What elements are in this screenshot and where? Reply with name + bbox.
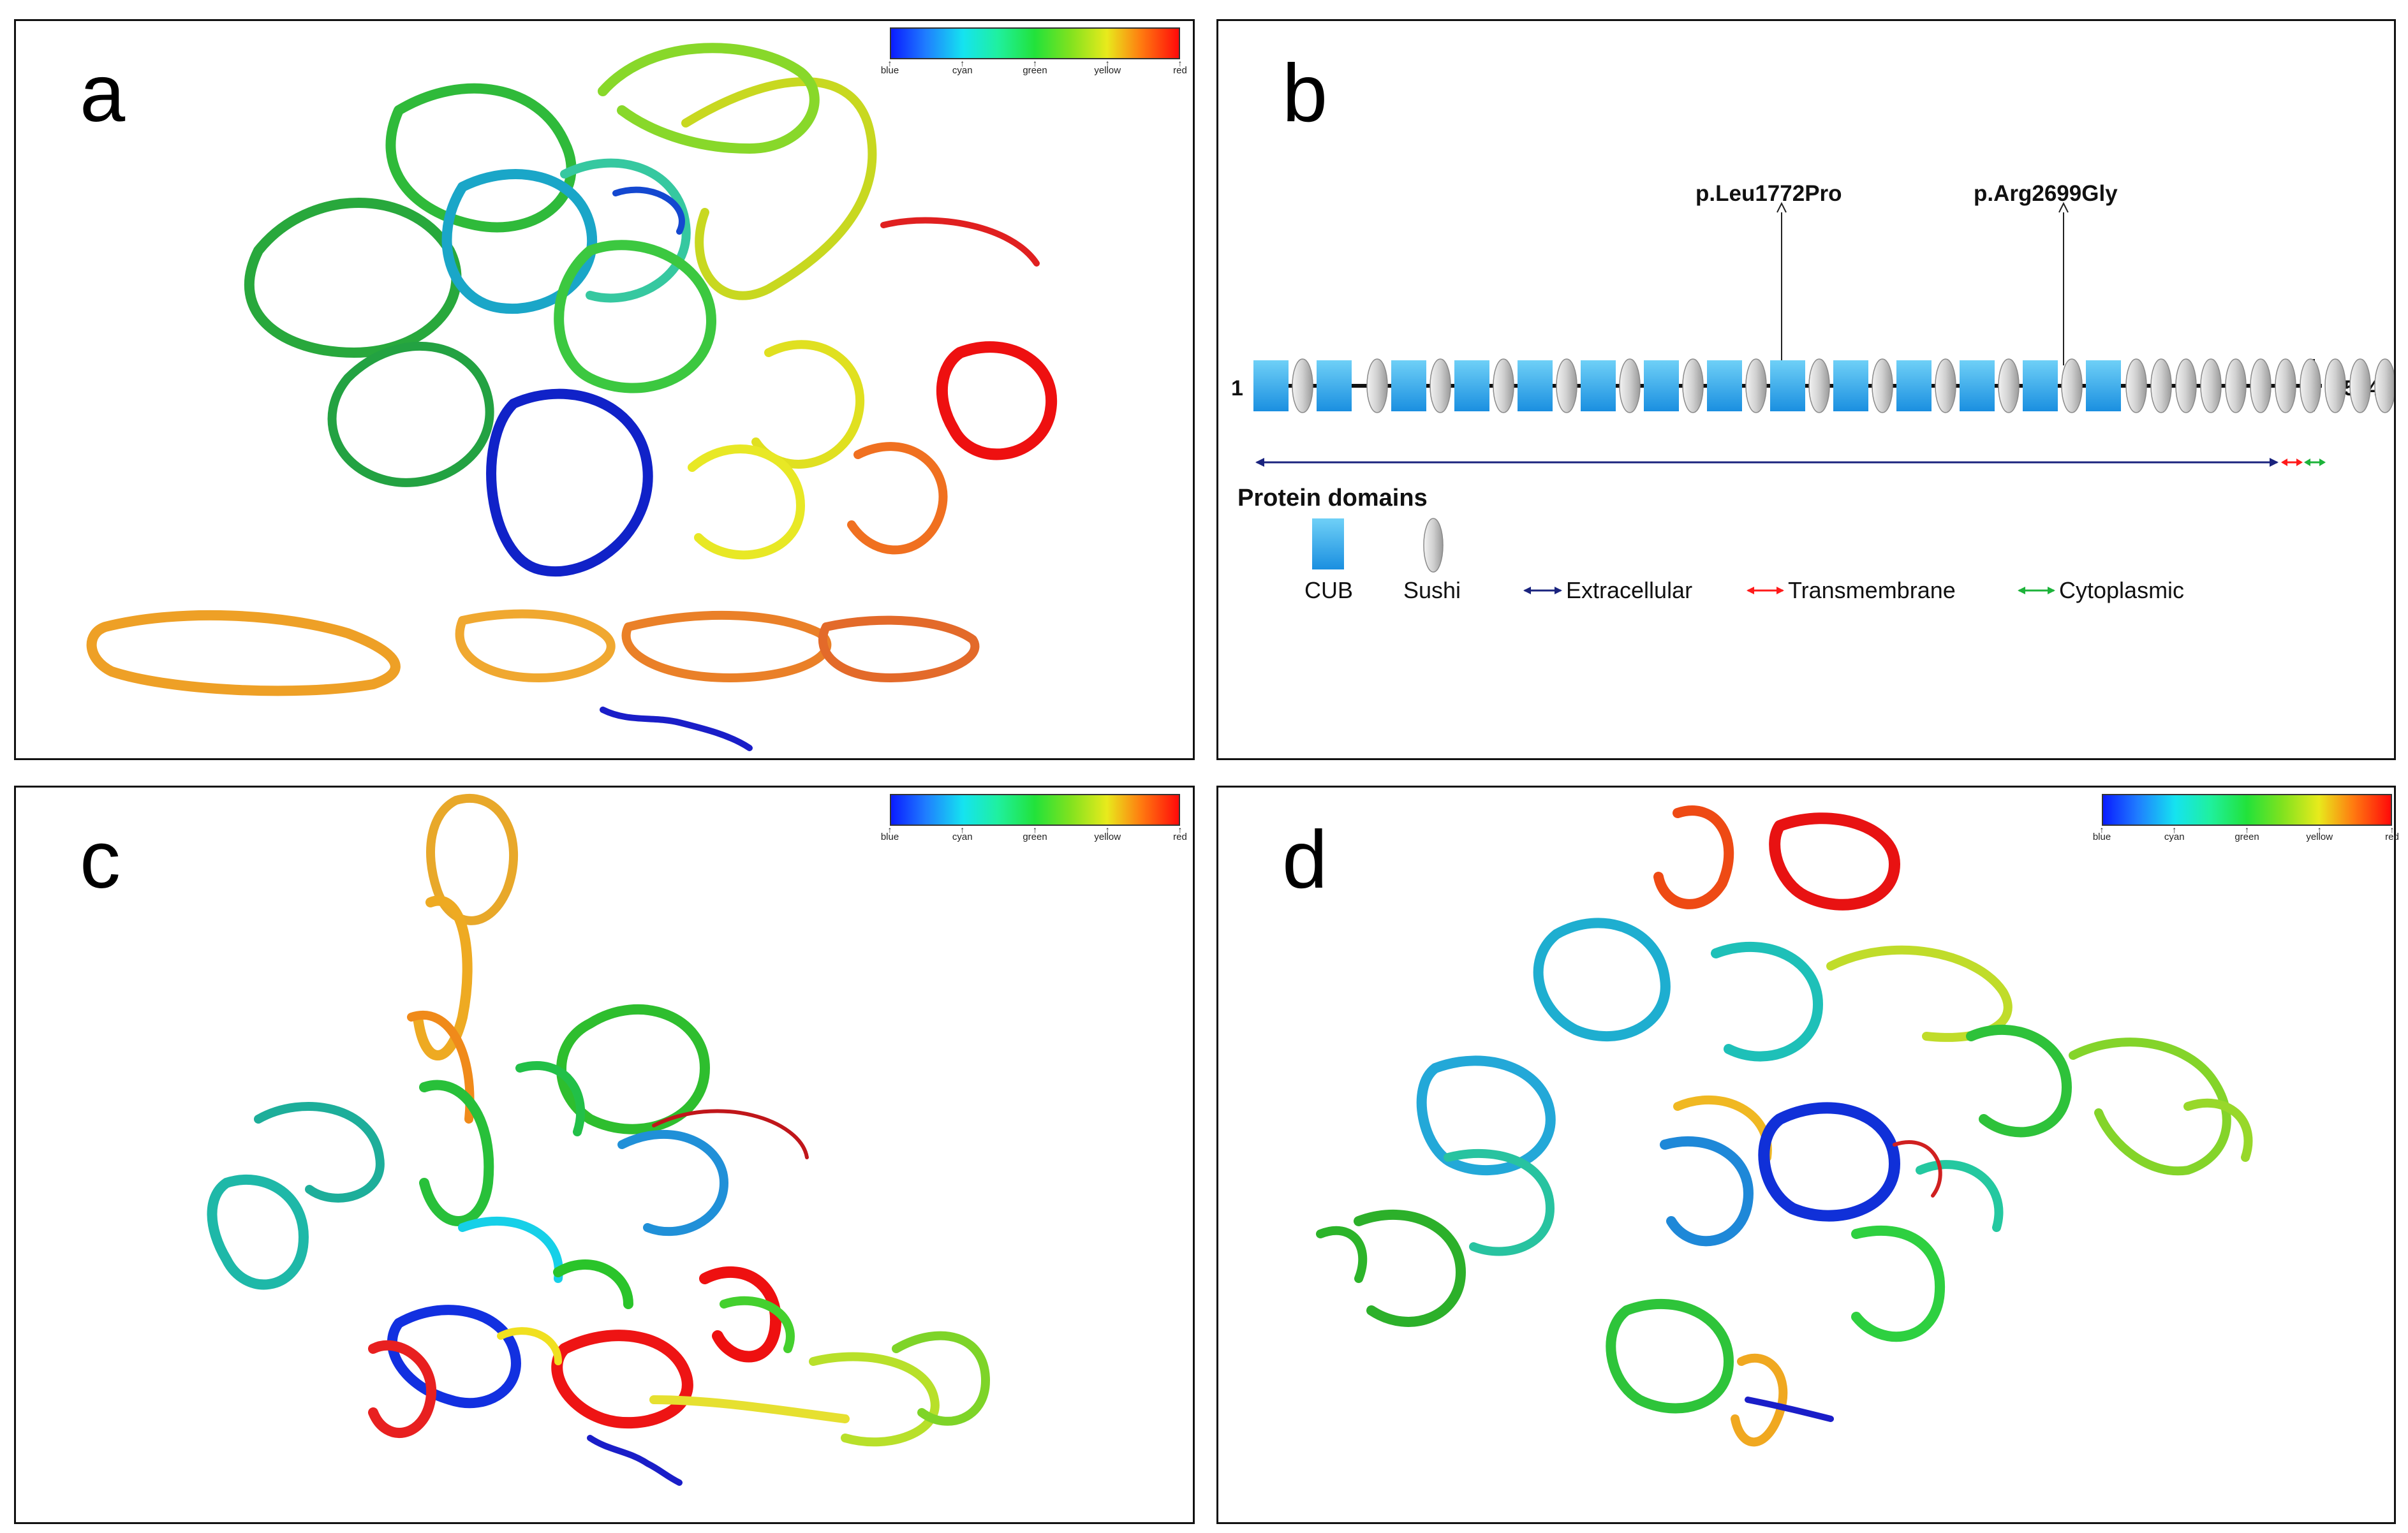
legend-transmembrane-label: Transmembrane (1788, 577, 1956, 603)
color-key-label: green (1023, 826, 1047, 842)
color-key-label: red (1173, 826, 1187, 842)
color-key-label: red (2385, 826, 2399, 842)
color-key-label: blue (881, 59, 899, 75)
color-key-label: yellow (2306, 826, 2333, 842)
panel-b: b 1 3564 p.Leu1772Pro p.Arg2699Gly (1216, 19, 2396, 760)
sushi-domain (1682, 358, 1704, 413)
color-key-label: red (1173, 59, 1187, 75)
panel-a: a blue cyan green yellow red (14, 19, 1195, 760)
cub-domain (1391, 360, 1426, 411)
cub-domain (2023, 360, 2058, 411)
sushi-domain (1493, 358, 1514, 413)
sushi-domain (2275, 358, 2296, 413)
cub-domain (1896, 360, 1932, 411)
section-title: Protein domains (1237, 485, 1428, 511)
cub-domain (1317, 360, 1352, 411)
extracellular-span-arrow-right (2270, 458, 2279, 467)
legend-sushi-swatch (1423, 518, 1444, 573)
legend-cytoplasmic-label: Cytoplasmic (2059, 577, 2184, 603)
cub-domain (1581, 360, 1616, 411)
legend-extracellular-label: Extracellular (1566, 577, 1692, 603)
legend-cub-swatch (1312, 518, 1344, 569)
sushi-domain (1872, 358, 1893, 413)
domain-track (1253, 358, 2394, 413)
cytoplasmic-span-arrow (2304, 458, 2326, 466)
color-gradient-bar (890, 27, 1180, 59)
sushi-domain (2225, 358, 2247, 413)
sushi-domain (2250, 358, 2271, 413)
cub-domain (1960, 360, 1995, 411)
color-key-label: yellow (1094, 826, 1121, 842)
color-key-a: blue cyan green yellow red (881, 27, 1187, 78)
panel-d: d blue cyan green yellow red (1216, 786, 2399, 1524)
sushi-domain (1366, 358, 1388, 413)
extracellular-span-arrow-left (1255, 458, 1264, 467)
cub-domain (1644, 360, 1679, 411)
color-key-c: blue cyan green yellow red (881, 794, 1187, 845)
protein-structure-render-d (1316, 805, 2253, 1447)
mutation-pointer-arrow (2058, 202, 2069, 213)
sushi-domain (2175, 358, 2197, 413)
legend-sushi-label: Sushi (1403, 577, 1461, 603)
sushi-domain (2324, 358, 2346, 413)
transmembrane-span-arrow (2281, 458, 2303, 466)
sushi-domain (1745, 358, 1767, 413)
panel-label-a: a (80, 48, 126, 139)
sushi-domain (2349, 358, 2371, 413)
sushi-domain (2300, 358, 2321, 413)
legend-cytoplasmic-arrowheads (2018, 587, 2055, 594)
cub-domain (2086, 360, 2121, 411)
mutation-label: p.Arg2699Gly (1974, 181, 2118, 206)
sushi-domain (2374, 358, 2394, 413)
panel-label-d: d (1282, 814, 1328, 906)
protein-structure-render-c (207, 793, 990, 1486)
mutation-pointer-arrow (1776, 202, 1787, 213)
sushi-domain (1429, 358, 1451, 413)
sushi-domain (1935, 358, 1956, 413)
start-residue-label: 1 (1231, 376, 1243, 400)
cub-domain (1253, 360, 1289, 411)
sushi-domain (1292, 358, 1313, 413)
color-key-d: blue cyan green yellow red (2093, 794, 2399, 845)
legend-cub-label: CUB (1304, 577, 1353, 603)
color-key-label: blue (881, 826, 899, 842)
cub-domain (1833, 360, 1868, 411)
color-key-label: yellow (1094, 59, 1121, 75)
sushi-domain (1619, 358, 1641, 413)
panel-label-b: b (1282, 48, 1328, 139)
sushi-domain (2061, 358, 2083, 413)
color-key-label: cyan (952, 826, 973, 842)
panel-c: c blue cyan green yellow red (14, 786, 1195, 1524)
sushi-domain (1998, 358, 2020, 413)
sushi-domain (2150, 358, 2172, 413)
cub-domain (1518, 360, 1553, 411)
sushi-domain (2125, 358, 2147, 413)
legend-transmembrane-arrowheads (1747, 587, 1784, 594)
color-key-label: blue (2093, 826, 2111, 842)
cub-domain (1707, 360, 1742, 411)
color-key-label: cyan (952, 59, 973, 75)
color-key-label: green (2234, 826, 2259, 842)
mutation-label: p.Leu1772Pro (1695, 181, 1842, 206)
sushi-domain (1808, 358, 1830, 413)
sushi-domain (1556, 358, 1577, 413)
cub-domain (1454, 360, 1489, 411)
protein-structure-render-a (86, 43, 1058, 751)
cub-domain (1770, 360, 1805, 411)
color-key-label: green (1023, 59, 1047, 75)
domain-diagram: 1 3564 p.Leu1772Pro p.Arg2699Gly Protein… (1231, 181, 2394, 603)
sushi-domain (2200, 358, 2222, 413)
panel-label-c: c (80, 814, 121, 906)
color-key-label: cyan (2164, 826, 2185, 842)
